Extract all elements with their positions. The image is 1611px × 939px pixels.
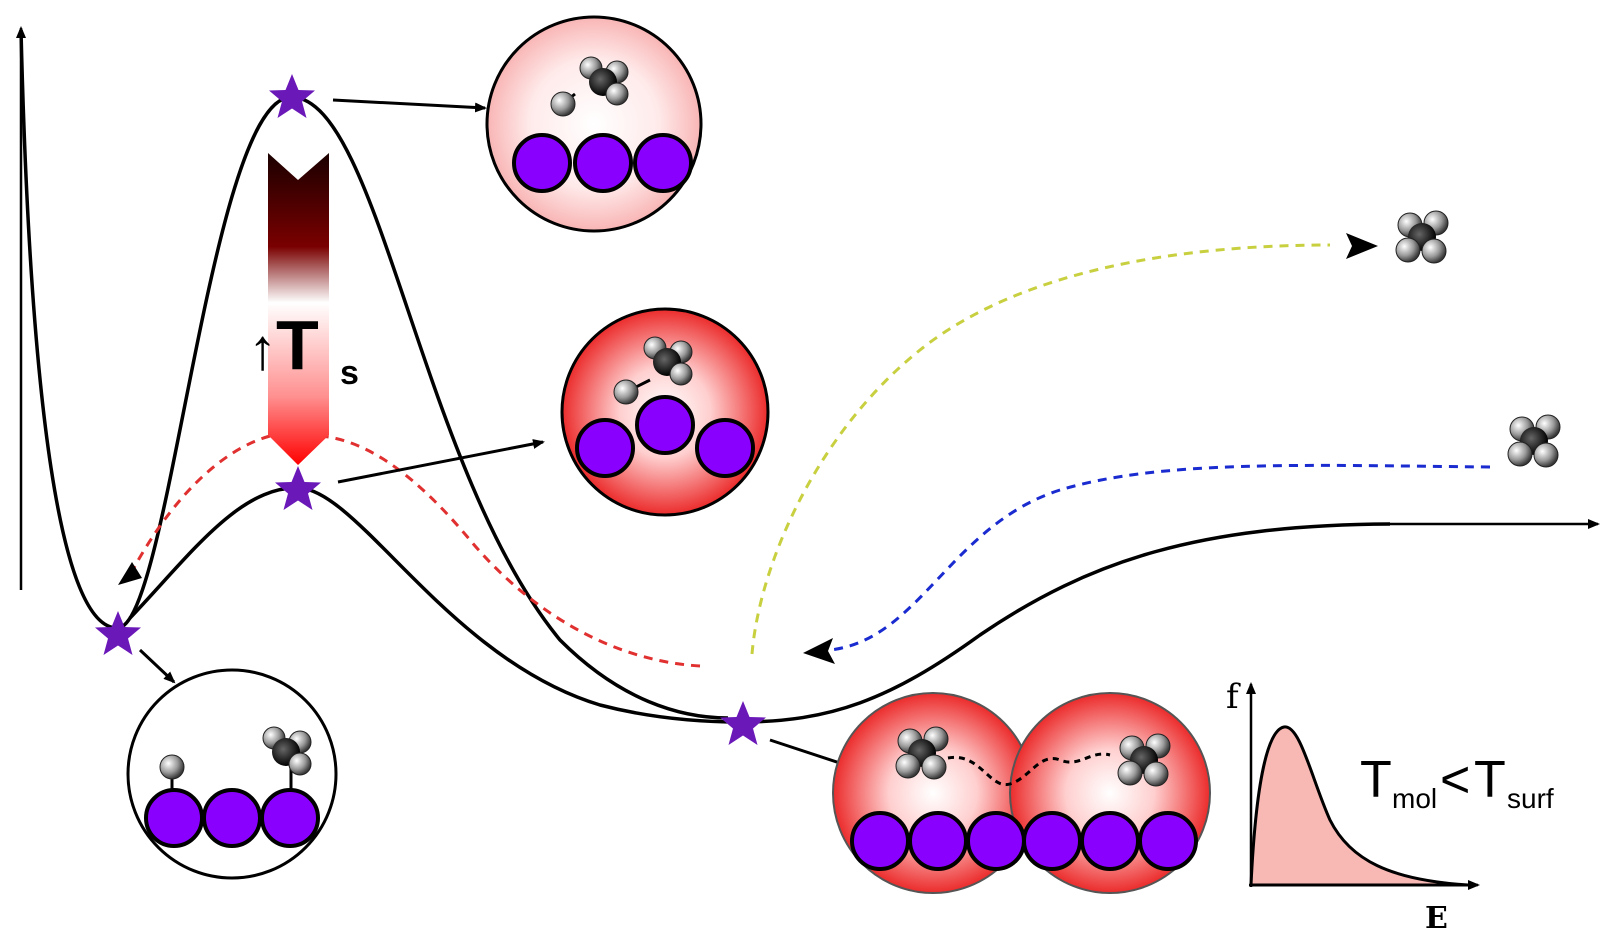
inset-dissociated: [126, 668, 338, 880]
star-icon-transition-low: [275, 466, 321, 510]
tmol-label: T: [1360, 751, 1392, 809]
pointer-arrow-top: [332, 98, 487, 113]
dashed-path-blue: [829, 463, 1491, 652]
blue-path-arrowhead: [803, 638, 835, 664]
molecule-icon: [550, 56, 629, 117]
pointer-arrow-bottom-left: [138, 648, 176, 684]
tmol-subscript: mol: [1392, 783, 1437, 814]
temperature-comparison-label: T mol < T surf: [1360, 751, 1554, 814]
f-axis-label: f: [1226, 677, 1241, 717]
ts-arrow-glyph: ↑: [248, 317, 277, 382]
inset-physisorbed: [832, 692, 1211, 894]
dashed-path-red: [128, 434, 701, 668]
tsurf-label: T: [1474, 751, 1506, 809]
potential-curve-high-barrier: [19, 29, 729, 720]
molecule-icon: [159, 726, 312, 780]
e-axis-label: E: [1425, 901, 1448, 936]
yellow-path-arrowhead: [1346, 233, 1378, 259]
star-icon-dissociated: [95, 611, 141, 655]
molecule-icon-gas-incoming: [1507, 414, 1561, 468]
molecule-icon: [613, 336, 693, 405]
energy-distribution-plot: f E: [1226, 677, 1480, 936]
ts-label-subscript: s: [340, 354, 359, 392]
inset-transition-state-low: [560, 307, 770, 517]
temperature-arrow-icon: [268, 153, 329, 465]
ts-label: T: [276, 306, 319, 384]
dashed-path-yellow: [750, 243, 1331, 655]
star-icon-transition-high: [269, 74, 315, 118]
inset-transition-state-high: [485, 15, 703, 233]
pointer-arrow-middle: [337, 439, 545, 484]
molecule-icon-gas-scattered: [1395, 210, 1449, 264]
red-path-arrowhead: [118, 562, 142, 585]
surface-atom-icon: [144, 788, 320, 848]
surface-atom-icon: [512, 133, 693, 193]
star-icon-physisorbed: [720, 701, 766, 745]
tsurf-subscript: surf: [1507, 783, 1554, 814]
less-than-sign: <: [1440, 751, 1470, 809]
